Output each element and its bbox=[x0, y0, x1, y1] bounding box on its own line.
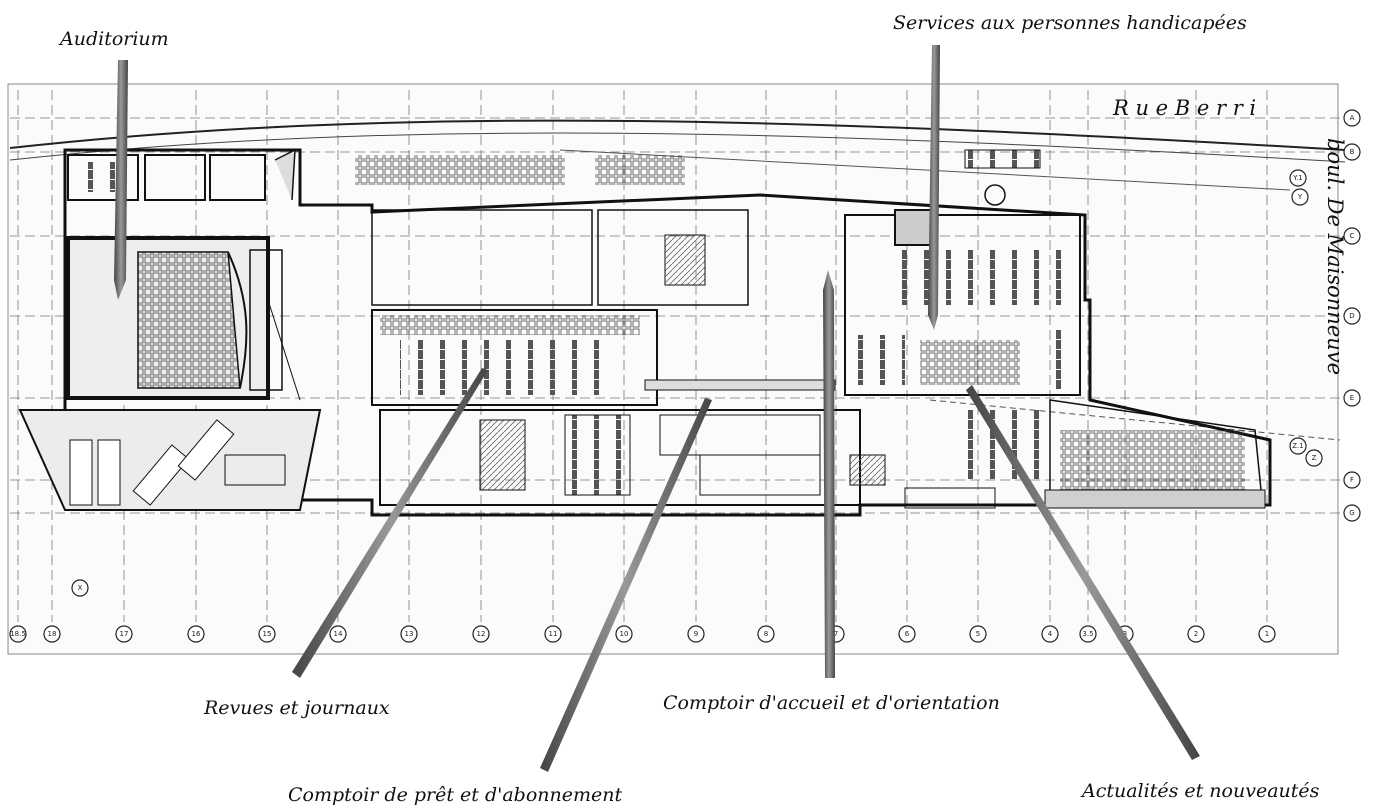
svg-text:Y: Y bbox=[1297, 193, 1303, 201]
grid-column-marker: 17 bbox=[115, 625, 133, 643]
svg-text:15: 15 bbox=[263, 630, 272, 638]
label-comptoir-pret: Comptoir de prêt et d'abonnement bbox=[288, 784, 623, 806]
svg-text:18.5: 18.5 bbox=[10, 630, 26, 638]
grid-column-marker: 11 bbox=[544, 625, 562, 643]
property-line bbox=[929, 399, 1341, 441]
grid-row-marker: Z.1 bbox=[1289, 437, 1307, 455]
grid-column-marker: 14 bbox=[329, 625, 347, 643]
street-edge-line bbox=[9, 132, 1346, 163]
grid-row-marker: E bbox=[1343, 389, 1361, 407]
label-comptoir-accueil: Comptoir d'accueil et d'orientation bbox=[663, 692, 1000, 714]
svg-text:3.5: 3.5 bbox=[1082, 630, 1093, 638]
svg-text:14: 14 bbox=[334, 630, 343, 638]
svg-text:Z: Z bbox=[1312, 454, 1317, 462]
label-auditorium: Auditorium bbox=[60, 28, 169, 50]
grid-column-marker: 3.5 bbox=[1079, 625, 1097, 643]
svg-text:A: A bbox=[1350, 114, 1355, 122]
street-edge-line bbox=[9, 119, 1346, 151]
svg-text:10: 10 bbox=[620, 630, 629, 638]
svg-text:E: E bbox=[1350, 394, 1354, 402]
arrow-services-handicap bbox=[928, 45, 940, 330]
svg-text:16: 16 bbox=[192, 630, 201, 638]
label-services-handicap: Services aux personnes handicapées bbox=[893, 12, 1247, 34]
arrow-revues bbox=[292, 368, 488, 678]
svg-text:13: 13 bbox=[405, 630, 414, 638]
grid-row-marker: Y.1 bbox=[1289, 169, 1307, 187]
grid-column-marker: 2 bbox=[1187, 625, 1205, 643]
svg-text:18: 18 bbox=[48, 630, 57, 638]
svg-text:17: 17 bbox=[120, 630, 129, 638]
street-rue-berri: R u e B e r r i bbox=[1113, 96, 1257, 120]
grid-row-marker: A bbox=[1343, 109, 1361, 127]
grid-row-marker: X bbox=[71, 579, 89, 597]
arrow-actualites bbox=[966, 385, 1200, 760]
svg-text:9: 9 bbox=[694, 630, 698, 638]
news-wing bbox=[1044, 399, 1266, 509]
svg-text:F: F bbox=[1350, 476, 1354, 484]
grid-column-marker: 9 bbox=[687, 625, 705, 643]
grid-column-marker: 12 bbox=[472, 625, 490, 643]
grid-row-marker: B bbox=[1343, 143, 1361, 161]
office-block bbox=[379, 379, 861, 506]
grid-column-marker: 4 bbox=[1041, 625, 1059, 643]
building-outline bbox=[63, 148, 1272, 517]
grid-row-marker: Y bbox=[1291, 188, 1309, 206]
svg-text:Y.1: Y.1 bbox=[1292, 174, 1303, 182]
grid-row-marker: D bbox=[1343, 307, 1361, 325]
svg-text:1: 1 bbox=[1265, 630, 1269, 638]
metro-platform bbox=[355, 149, 1041, 206]
svg-text:D: D bbox=[1349, 312, 1354, 320]
grid-column-marker: 6 bbox=[898, 625, 916, 643]
svg-text:6: 6 bbox=[905, 630, 910, 638]
street-boul-maisonneuve: boul. De Maisonneuve bbox=[1323, 138, 1347, 376]
grid-row-marker: Z bbox=[1305, 449, 1323, 467]
loading-area bbox=[18, 409, 322, 511]
svg-text:2: 2 bbox=[1194, 630, 1198, 638]
grid-column-marker: 13 bbox=[400, 625, 418, 643]
svg-text:12: 12 bbox=[477, 630, 486, 638]
grid-column-marker: 10 bbox=[615, 625, 633, 643]
svg-text:4: 4 bbox=[1048, 630, 1053, 638]
svg-text:G: G bbox=[1349, 509, 1354, 517]
label-revues: Revues et journaux bbox=[204, 697, 390, 719]
arrow-comptoir-pret bbox=[540, 398, 712, 772]
label-actualites: Actualités et nouveautés bbox=[1082, 780, 1320, 802]
arrow-comptoir-accueil bbox=[823, 270, 835, 678]
reading-room bbox=[371, 209, 749, 406]
grid-row-marker: G bbox=[1343, 504, 1361, 522]
grid-column-marker: 15 bbox=[258, 625, 276, 643]
svg-text:8: 8 bbox=[764, 630, 768, 638]
grid-row-marker: C bbox=[1343, 227, 1361, 245]
grid-row-marker: F bbox=[1343, 471, 1361, 489]
grid-column-marker: 8 bbox=[757, 625, 775, 643]
arrow-auditorium bbox=[114, 60, 128, 300]
svg-text:B: B bbox=[1350, 148, 1355, 156]
svg-text:7: 7 bbox=[834, 630, 838, 638]
auditorium-room bbox=[66, 236, 301, 401]
grid-column-marker: 1 bbox=[1258, 625, 1276, 643]
grid-column-marker: 18 bbox=[43, 625, 61, 643]
grid-markers: 18.51817161514131211109876543.5321ABY.1Y… bbox=[9, 109, 1361, 643]
svg-text:11: 11 bbox=[549, 630, 558, 638]
grid-column-marker: 16 bbox=[187, 625, 205, 643]
svg-text:Z.1: Z.1 bbox=[1292, 442, 1303, 450]
svg-text:5: 5 bbox=[976, 630, 980, 638]
grid-column-marker: 18.5 bbox=[9, 625, 27, 643]
grid-column-marker: 5 bbox=[969, 625, 987, 643]
svg-text:C: C bbox=[1350, 232, 1355, 240]
svg-text:X: X bbox=[78, 584, 83, 592]
pointer-arrows bbox=[114, 45, 1200, 772]
stacks-area bbox=[844, 209, 1081, 509]
